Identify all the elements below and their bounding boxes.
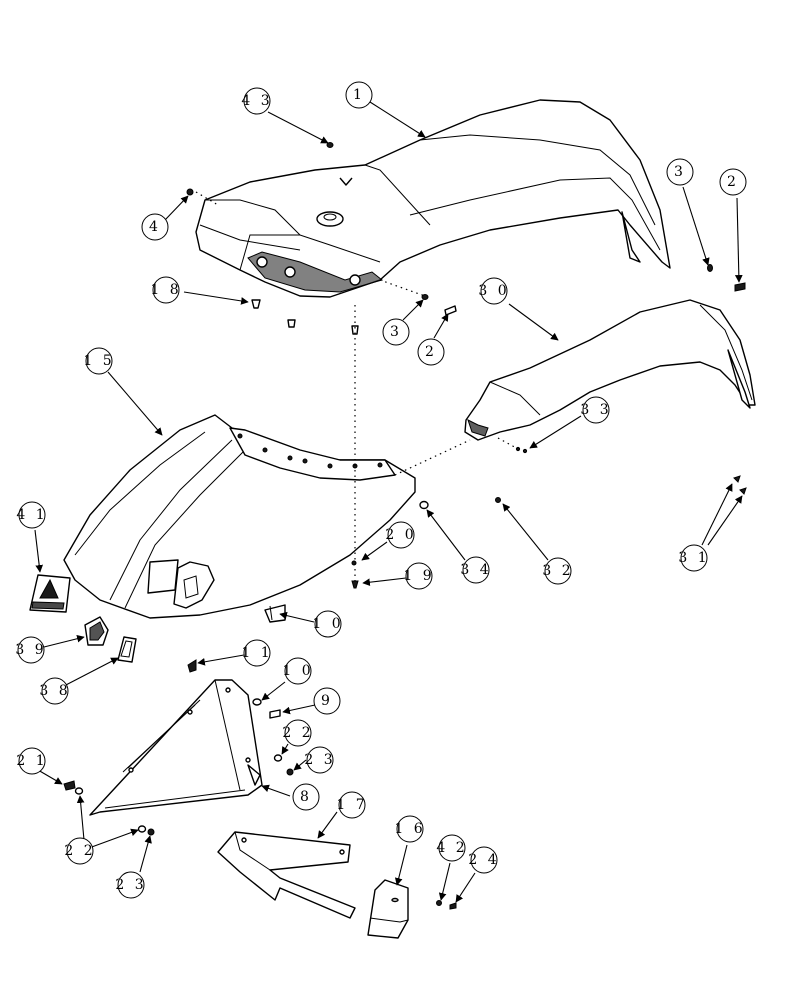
gasket-part-38 [117,636,137,663]
svg-text:1 8: 1 8 [150,282,181,298]
bracket-plate-part-8 [89,679,263,816]
svg-text:8: 8 [300,789,312,805]
callout-9: 9 [313,687,341,715]
callout-43: 4 3 [241,87,272,115]
svg-text:4 1: 4 1 [16,507,47,523]
svg-text:1 9: 1 9 [403,568,434,584]
callout-30: 3 0 [478,277,509,305]
callout-18: 1 8 [150,276,181,304]
svg-text:3 0: 3 0 [478,283,509,299]
svg-text:2 4: 2 4 [468,852,499,868]
svg-text:3 8: 3 8 [39,683,70,699]
svg-text:1: 1 [353,87,365,103]
callout-10a: 1 0 [312,610,343,638]
svg-text:2: 2 [425,344,437,360]
callout-15: 1 5 [83,347,114,375]
callout-1: 1 [345,81,373,109]
svg-text:2 3: 2 3 [304,752,335,768]
callout-10b: 1 0 [282,657,313,685]
svg-text:2 0: 2 0 [385,527,416,543]
callout-32: 3 2 [542,557,573,585]
callout-31: 3 1 [678,544,709,572]
callout-2b: 2 [417,338,445,366]
svg-text:3: 3 [390,324,402,340]
svg-text:4: 4 [149,219,161,235]
svg-text:1 6: 1 6 [394,821,425,837]
callout-22a: 2 2 [282,719,313,747]
support-bracket-part-17 [217,831,356,919]
callouts: 1 4 3 4 3 2 1 8 3 2 3 0 1 5 3 3 4 1 2 0 … [15,81,747,899]
warning-decal-part-41 [29,574,71,613]
svg-text:2 3: 2 3 [115,877,146,893]
alignment-lines [195,191,521,585]
svg-text:1 5: 1 5 [83,353,114,369]
callout-41: 4 1 [16,501,47,529]
svg-text:3 4: 3 4 [460,562,491,578]
callout-23b: 2 3 [115,871,146,899]
callout-39: 3 9 [15,636,46,664]
svg-text:3 2: 3 2 [542,563,573,579]
svg-text:1 7: 1 7 [336,797,367,813]
svg-text:2 2: 2 2 [282,725,313,741]
leader-lines [34,101,743,903]
callout-24: 2 4 [468,846,499,874]
callout-42: 4 2 [436,834,467,862]
callout-4: 4 [141,213,169,241]
svg-text:2: 2 [727,174,739,190]
callout-21: 2 1 [16,747,47,775]
svg-text:2 1: 2 1 [16,753,47,769]
svg-text:1 0: 1 0 [312,616,343,632]
callout-22b: 2 2 [64,837,95,865]
callout-16: 1 6 [394,815,425,843]
svg-text:3 3: 3 3 [580,402,611,418]
callout-33: 3 3 [580,396,611,424]
svg-text:3 9: 3 9 [15,642,46,658]
callout-8: 8 [292,783,320,811]
upper-fender-part-1 [195,99,671,298]
callout-11: 1 1 [241,639,272,667]
svg-text:1 0: 1 0 [282,663,313,679]
callout-20: 2 0 [385,521,416,549]
svg-text:2 2: 2 2 [64,843,95,859]
callout-23a: 2 3 [304,746,335,774]
svg-text:1 1: 1 1 [241,645,272,661]
callout-3b: 3 [382,318,410,346]
hardware [63,142,747,910]
rear-fender-part-30 [464,299,756,441]
clip-part-10 [264,604,286,623]
callout-34: 3 4 [460,556,491,584]
svg-text:4 3: 4 3 [241,93,272,109]
callout-3a: 3 [666,158,694,186]
svg-text:9: 9 [321,693,333,709]
callout-2a: 2 [719,168,747,196]
switch-cover-part-39 [84,616,109,646]
callout-17: 1 7 [336,791,367,819]
callout-19: 1 9 [403,562,434,590]
small-bracket-part-16 [367,879,409,939]
callout-38: 3 8 [39,677,70,705]
hood-part-15 [63,414,416,619]
svg-text:4 2: 4 2 [436,840,467,856]
svg-text:3: 3 [674,164,686,180]
svg-text:3 1: 3 1 [678,550,709,566]
